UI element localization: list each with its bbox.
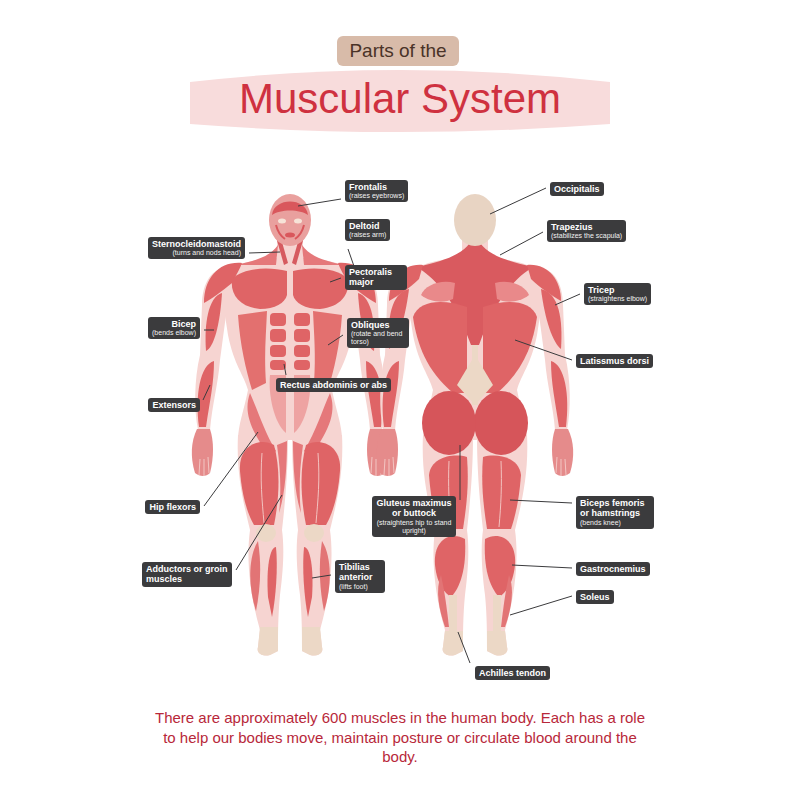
label-name: Tibilias anterior bbox=[339, 562, 381, 583]
label-name: Pectoralis major bbox=[349, 267, 403, 288]
muscle-label: Hip flexors bbox=[145, 500, 200, 514]
muscle-label: Latissmus dorsi bbox=[576, 354, 653, 368]
label-name: Soleus bbox=[580, 592, 610, 602]
label-name: Biceps femoris or hamstrings bbox=[580, 498, 650, 519]
muscle-label: Sternocleidomastoid(turns and nods head) bbox=[148, 237, 245, 259]
label-name: Rectus abdominis or abs bbox=[280, 380, 387, 390]
label-note: (rotate and bend torso) bbox=[351, 330, 405, 346]
muscle-label: Biceps femoris or hamstrings(bends knee) bbox=[576, 496, 654, 529]
label-name: Trapezius bbox=[551, 222, 622, 232]
label-name: Frontalis bbox=[349, 182, 404, 192]
label-note: (stabilizes the scapula) bbox=[551, 232, 622, 240]
label-note: (raises arm) bbox=[349, 231, 386, 239]
label-name: Achilles tendon bbox=[479, 668, 546, 678]
label-name: Gluteus maximus or buttock bbox=[376, 498, 452, 519]
label-note: (turns and nods head) bbox=[152, 249, 241, 257]
label-note: (lifts foot) bbox=[339, 583, 381, 591]
muscle-label: Bicep(bends elbow) bbox=[148, 317, 200, 339]
label-name: Deltoid bbox=[349, 221, 386, 231]
muscle-label: Pectoralis major bbox=[345, 265, 407, 290]
label-name: Tricep bbox=[588, 285, 647, 295]
label-name: Hip flexors bbox=[149, 502, 196, 512]
muscle-label: Extensors bbox=[148, 398, 200, 412]
muscle-label: Achilles tendon bbox=[475, 666, 550, 680]
muscle-label: Trapezius(stabilizes the scapula) bbox=[547, 220, 626, 242]
label-note: (raises eyebrows) bbox=[349, 192, 404, 200]
label-name: Parts of the bbox=[349, 40, 446, 62]
muscle-label: Tibilias anterior(lifts foot) bbox=[335, 560, 385, 593]
label-note: (straightens hip to stand upright) bbox=[376, 519, 452, 535]
label-note: (bends knee) bbox=[580, 519, 650, 527]
label-note: (straightens elbow) bbox=[588, 295, 647, 303]
subtitle-tag: Parts of the bbox=[337, 36, 458, 66]
label-name: Extensors bbox=[152, 400, 196, 410]
muscle-label: Obliques(rotate and bend torso) bbox=[347, 318, 409, 348]
label-name: Sternocleidomastoid bbox=[152, 239, 241, 249]
muscle-label: Rectus abdominis or abs bbox=[276, 378, 391, 392]
muscle-label: Soleus bbox=[576, 590, 614, 604]
label-name: Muscular System bbox=[239, 75, 561, 123]
muscle-label: Deltoid(raises arm) bbox=[345, 219, 390, 241]
label-name: Adductors or groin muscles bbox=[146, 564, 228, 585]
label-note: (bends elbow) bbox=[152, 329, 196, 337]
label-name: Latissmus dorsi bbox=[580, 356, 649, 366]
label-name: Obliques bbox=[351, 320, 405, 330]
band-fill bbox=[190, 70, 610, 132]
muscle-label: Gluteus maximus or buttock(straightens h… bbox=[372, 496, 456, 537]
muscle-label: Tricep(straightens elbow) bbox=[584, 283, 651, 305]
title-band: Muscular System bbox=[190, 66, 610, 132]
muscle-label: Occipitalis bbox=[550, 182, 604, 196]
label-name: Bicep bbox=[152, 319, 196, 329]
caption: There are approximately 600 muscles in t… bbox=[150, 708, 650, 767]
label-name: Occipitalis bbox=[554, 184, 600, 194]
muscle-label: Frontalis(raises eyebrows) bbox=[345, 180, 408, 202]
muscle-label: Adductors or groin muscles bbox=[142, 562, 232, 587]
muscle-label: Gastrocnemius bbox=[576, 562, 650, 576]
label-name: Gastrocnemius bbox=[580, 564, 646, 574]
